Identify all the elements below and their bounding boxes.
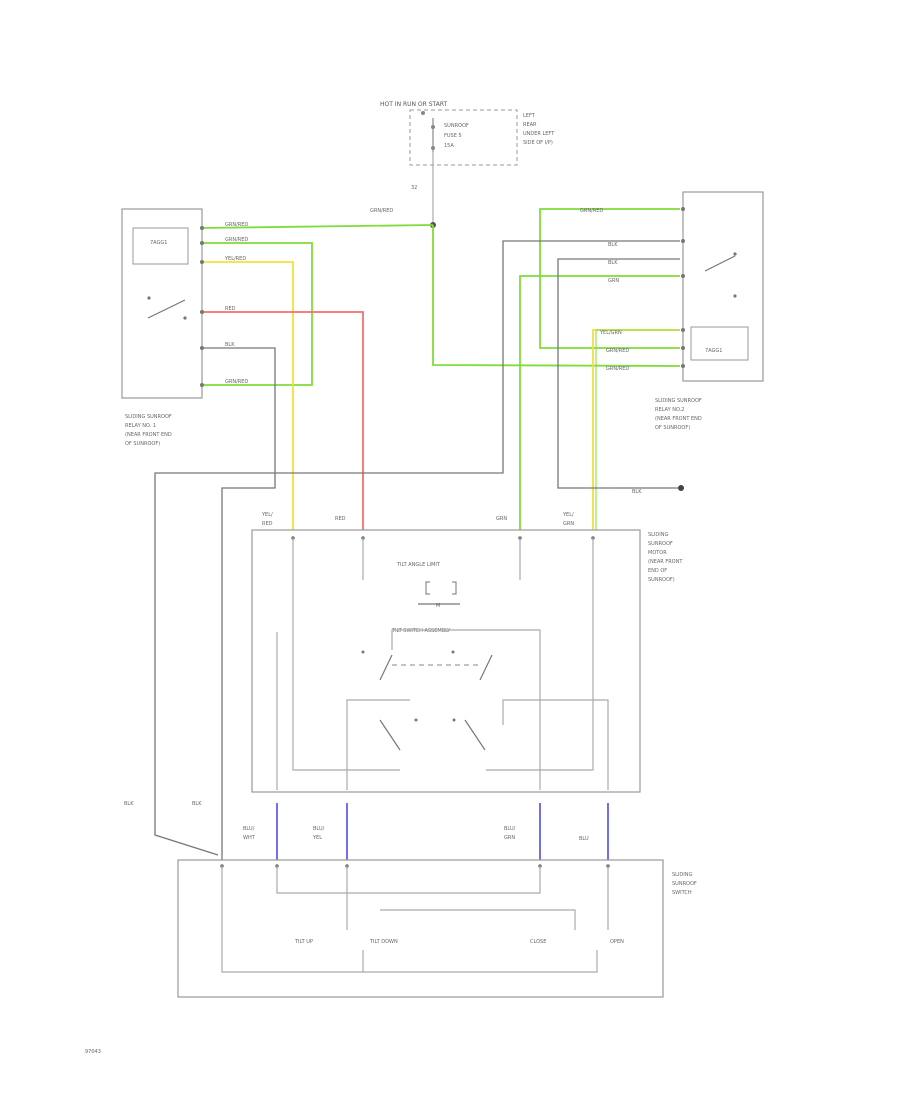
power-wire-color: GRN/RED: [370, 208, 393, 214]
relay-1-title-1: SLIDING SUNROOF: [125, 414, 172, 420]
fuse-terminal: [421, 111, 425, 115]
left-wire-1: BLK: [124, 801, 134, 807]
relay-1-wire-3: YEL/RED: [224, 256, 246, 262]
motor-wire-2: RED: [335, 516, 346, 522]
motor-wire-3: GRN: [496, 516, 507, 522]
relay-2-wire-2: BLK: [608, 242, 618, 248]
ground-terminal: [678, 485, 684, 491]
motor-m-label: M: [436, 603, 440, 609]
tilt-angle-limit-label: TILT ANGLE LIMIT: [396, 562, 441, 568]
panel-location-4: SIDE OF I/P): [523, 140, 553, 146]
relay-1-wire-6: GRN/RED: [225, 379, 248, 385]
relay-2-wire-4: GRN: [608, 278, 619, 284]
motor-wire-4-line1: YEL/: [562, 512, 574, 518]
motor-title-3: MOTOR: [648, 550, 667, 556]
sunroof-switch: TILT UP TILT DOWN CLOSE OPEN SLIDING SUN…: [177, 859, 697, 998]
relay-2: 7AGG1 GRN/RED BLK BLK GRN YEL/GRN GRN/RE…: [580, 191, 764, 431]
relay-2-wire-6: GRN/RED: [606, 348, 629, 354]
motor-title-1: SLIDING: [648, 532, 668, 538]
relay-2-title-2: RELAY NO.2: [655, 407, 684, 413]
relay-1-wire-2: GRN/RED: [225, 237, 248, 243]
relay-1-wire-5: BLK: [225, 342, 235, 348]
relay-1: 7AGG1 GRN/RED GRN/RED YEL/RED RED BLK GR…: [121, 208, 248, 447]
switch-pos-open: OPEN: [610, 939, 624, 945]
motor-title-6: SUNROOF): [648, 577, 675, 583]
relay-1-title-3: (NEAR FRONT END: [125, 432, 172, 438]
power-wire-gauge: 32: [411, 185, 417, 191]
motor-wire-1-line2: RED: [262, 521, 273, 527]
relay-2-wire-7: GRN/RED: [606, 366, 629, 372]
relay-1-coil-label: 7AGG1: [150, 240, 167, 246]
switch-wire-1-line2: WHT: [243, 835, 256, 841]
relay-2-coil-label: 7AGG1: [705, 348, 722, 354]
panel-location-3: UNDER LEFT: [523, 131, 555, 137]
relay-1-wire-4: RED: [225, 306, 236, 312]
footer-code: 97043: [85, 1049, 101, 1055]
relay-1-title-4: OF SUNROOF): [125, 441, 160, 447]
fuse-panel: HOT IN RUN OR START SUNROOF FUSE 5 15A L…: [370, 101, 555, 228]
relay-2-title-4: OF SUNROOF): [655, 425, 690, 431]
motor-wire-1-line1: YEL/: [261, 512, 273, 518]
fuse-number-label: FUSE 5: [444, 133, 462, 139]
motor-title-5: END OF: [648, 568, 667, 574]
switch-title-3: SWITCH: [672, 890, 692, 896]
sunroof-motor: YEL/ RED RED GRN YEL/ GRN TILT ANGLE LIM…: [251, 512, 683, 793]
switch-pos-tilt-down: TILT DOWN: [369, 939, 398, 945]
relay-2-wire-5: YEL/GRN: [599, 330, 622, 336]
switch-wire-3-line1: BLU/: [504, 826, 516, 832]
tilt-switch-assembly-label: TILT SWITCH ASSEMBLY: [391, 628, 451, 634]
left-wire-2: BLK: [192, 801, 202, 807]
relay-2-title-3: (NEAR FRONT END: [655, 416, 702, 422]
motor-title-2: SUNROOF: [648, 541, 673, 547]
relay-1-wire-1: GRN/RED: [225, 222, 248, 228]
switch-pos-tilt-up: TILT UP: [294, 939, 313, 945]
switch-pos-close: CLOSE: [530, 939, 546, 945]
relay-2-wire-3: BLK: [608, 260, 618, 266]
relay-2-title-1: SLIDING SUNROOF: [655, 398, 702, 404]
switch-title-2: SUNROOF: [672, 881, 697, 887]
ground-wire-label: BLK: [632, 489, 642, 495]
relay-1-title-2: RELAY NO. 1: [125, 423, 156, 429]
switch-wire-4: BLU: [579, 836, 589, 842]
panel-location-1: LEFT: [523, 113, 536, 119]
wiring: BLK: [154, 208, 684, 860]
switch-wire-2-line1: BLU/: [313, 826, 325, 832]
motor-title-4: (NEAR FRONT: [648, 559, 683, 565]
switch-wire-2-line2: YEL: [312, 835, 322, 841]
fuse-rating-label: 15A: [444, 143, 454, 149]
fuse-name-label: SUNROOF: [444, 123, 469, 129]
switch-wire-3-line2: GRN: [504, 835, 515, 841]
switch-wire-1-line1: BLU/: [243, 826, 255, 832]
hot-in-run-label: HOT IN RUN OR START: [380, 101, 448, 108]
panel-location-2: REAR: [523, 122, 537, 128]
relay-2-wire-1: GRN/RED: [580, 208, 603, 214]
switch-title-1: SLIDING: [672, 872, 692, 878]
motor-wire-4-line2: GRN: [563, 521, 574, 527]
